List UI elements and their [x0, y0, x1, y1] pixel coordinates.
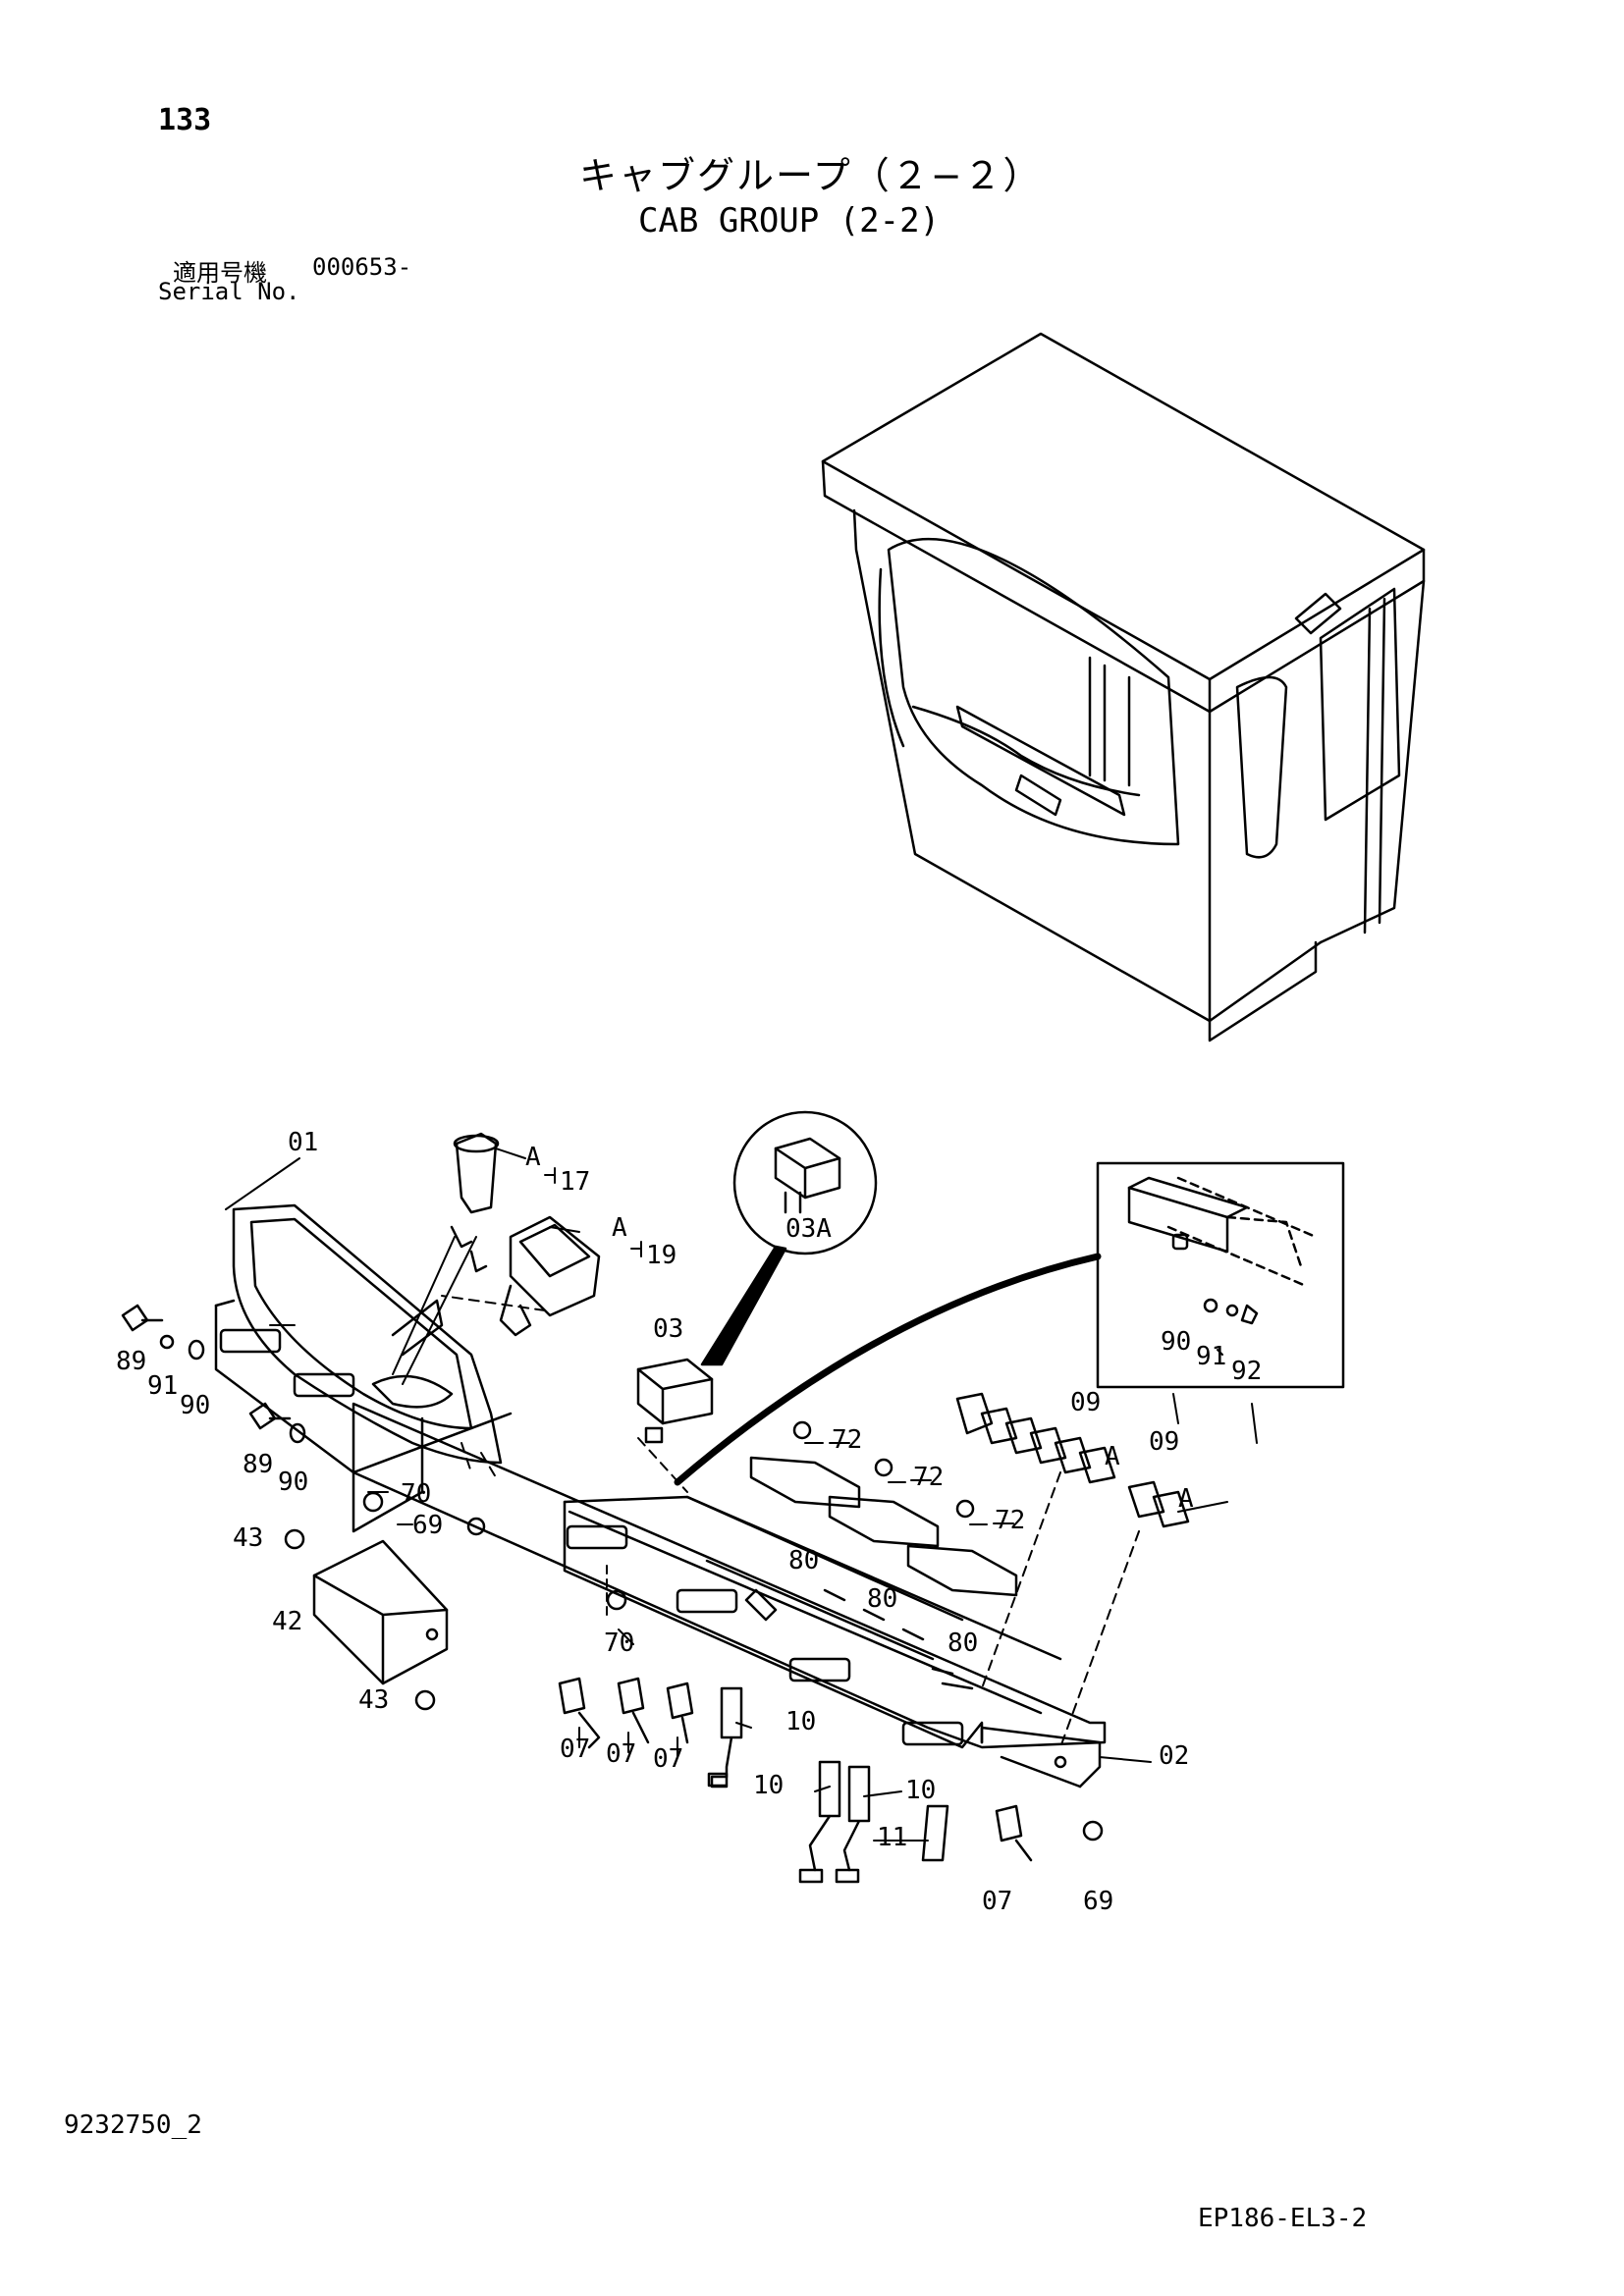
callout-43-b: 43 [358, 1685, 389, 1715]
callout-42: 42 [272, 1607, 302, 1636]
console-frame-02 [352, 1402, 1107, 1789]
callout-91-c: 91 [1196, 1342, 1226, 1371]
callout-07-a: 07 [560, 1735, 590, 1764]
callout-10-c: 10 [905, 1776, 936, 1805]
serial-label-english: Serial No. [158, 278, 300, 305]
callout-70-b: 70 [604, 1629, 634, 1658]
callout-09-b: 09 [1149, 1427, 1179, 1457]
callout-A-19: A [612, 1213, 627, 1243]
callout-69: 69 [412, 1511, 443, 1540]
callout-90-c: 90 [1161, 1327, 1191, 1357]
part-03-relay [636, 1358, 714, 1444]
fasteners [121, 1304, 1104, 1842]
detail-box-frame [674, 1161, 1345, 1486]
callout-ticks [544, 1167, 1152, 1842]
leader-lines [225, 1148, 1258, 1748]
callout-72-a: 72 [832, 1425, 862, 1455]
document-number: 9232750_2 [64, 2110, 202, 2140]
callout-89-b: 89 [243, 1450, 273, 1479]
cab-overview-illustration [821, 332, 1426, 1042]
serial-range: 000653- [312, 253, 412, 281]
part-17-switch [450, 1132, 500, 1273]
hinge-blocks [219, 1328, 964, 1746]
callout-03: 03 [653, 1314, 683, 1344]
callout-07-c: 07 [653, 1744, 683, 1774]
callout-89: 89 [116, 1347, 146, 1376]
title-japanese: キャブグループ（２−２） [579, 154, 1043, 197]
callout-80-c: 80 [947, 1629, 978, 1658]
callout-A-09a: A [1105, 1442, 1120, 1471]
callout-70: 70 [401, 1479, 431, 1509]
callout-90-b: 90 [278, 1468, 308, 1497]
callout-10-b: 10 [753, 1771, 784, 1800]
callout-72-b: 72 [913, 1463, 944, 1492]
callout-69-b: 69 [1083, 1887, 1113, 1916]
callout-A-17: A [525, 1143, 541, 1172]
title-english: CAB GROUP (2-2) [638, 201, 941, 240]
callout-07-d: 07 [982, 1887, 1012, 1916]
callout-A-09b: A [1178, 1484, 1194, 1514]
callout-43: 43 [233, 1523, 263, 1553]
callout-90: 90 [180, 1391, 210, 1420]
panels-80 [749, 1456, 1018, 1597]
callout-91: 91 [147, 1371, 178, 1401]
callout-labels: 01 A 17 A 19 03A 03 89 91 90 89 90 70 69… [116, 1128, 1262, 1916]
callout-19: 19 [646, 1241, 677, 1270]
part-19-lamp [499, 1215, 601, 1337]
part-03A-detail-circle [700, 1110, 878, 1366]
sensors-and-connectors [558, 1677, 1033, 1884]
callout-03A: 03A [785, 1214, 832, 1244]
page-number: 133 [158, 103, 212, 137]
callout-80-a: 80 [788, 1546, 819, 1575]
switch-bank-09 [955, 1392, 1190, 1528]
box-42 [312, 1539, 449, 1685]
callout-80-b: 80 [867, 1584, 897, 1614]
callout-72-c: 72 [995, 1506, 1025, 1535]
serial-label-japanese: 適用号機 [173, 259, 267, 287]
callout-02: 02 [1159, 1741, 1189, 1771]
callout-11: 11 [877, 1823, 907, 1852]
callout-92: 92 [1231, 1357, 1262, 1386]
callout-17: 17 [560, 1167, 590, 1197]
callout-10-a: 10 [785, 1707, 816, 1736]
callout-09-a: 09 [1070, 1388, 1101, 1417]
callout-07-b: 07 [606, 1739, 636, 1769]
callout-01: 01 [288, 1128, 318, 1157]
figure-code: EP186-EL3-2 [1198, 2204, 1368, 2233]
console-frame-01 [214, 1203, 513, 1533]
